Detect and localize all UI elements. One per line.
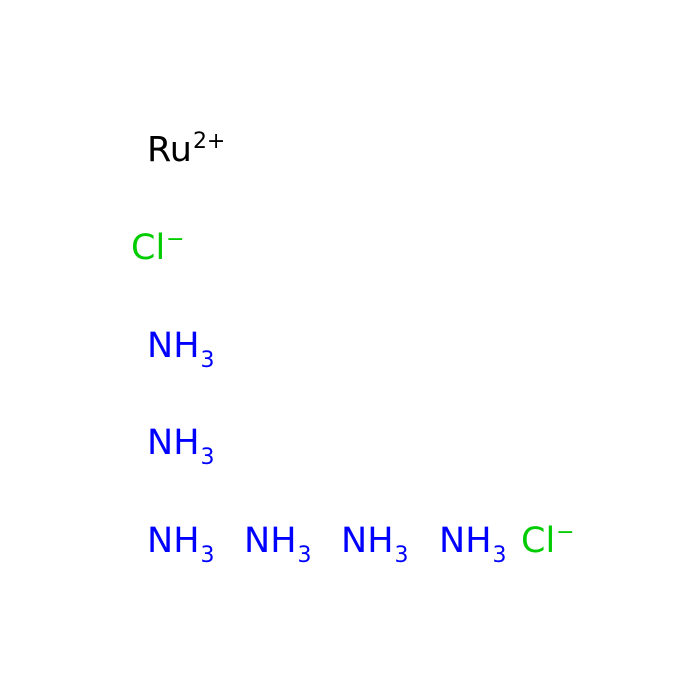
ammonia-3-hydrogen-count: 3	[201, 543, 215, 568]
ammonia-2-label: NH3	[147, 423, 215, 470]
ammonia-4-hydrogen: H	[270, 521, 296, 561]
ammonia-3-hydrogen: H	[173, 521, 199, 561]
ammonia-4-symbol: N	[244, 521, 270, 561]
ammonia-2-hydrogen: H	[173, 423, 199, 463]
ammonia-5-hydrogen: H	[367, 521, 393, 561]
ammonia-6-hydrogen-count: 3	[493, 543, 507, 568]
chloride-1-symbol: Cl	[131, 228, 165, 268]
ammonia-5-label: NH3	[341, 521, 409, 568]
chloride-2-symbol: Cl	[521, 521, 555, 561]
ammonia-4-label: NH3	[244, 521, 312, 568]
ammonia-1-hydrogen: H	[173, 326, 199, 366]
ammonia-4-hydrogen-count: 3	[298, 543, 312, 568]
chloride-2-label: Cl−	[521, 520, 575, 561]
ruthenium-charge: 2+	[193, 129, 225, 154]
chloride-2-charge: −	[556, 520, 574, 545]
chloride-1-charge: −	[166, 227, 184, 252]
ammonia-1-symbol: N	[147, 326, 173, 366]
ammonia-2-symbol: N	[147, 423, 173, 463]
ruthenium-label: Ru2+	[147, 129, 225, 170]
ammonia-5-hydrogen-count: 3	[395, 543, 409, 568]
ammonia-5-symbol: N	[341, 521, 367, 561]
ammonia-6-label: NH3	[439, 521, 507, 568]
ammonia-1-hydrogen-count: 3	[201, 348, 215, 373]
ammonia-1-label: NH3	[147, 326, 215, 373]
ammonia-3-label: NH3	[147, 521, 215, 568]
ammonia-3-symbol: N	[147, 521, 173, 561]
ruthenium-symbol: Ru	[147, 130, 192, 170]
ammonia-6-hydrogen: H	[465, 521, 491, 561]
ammonia-6-symbol: N	[439, 521, 465, 561]
chloride-1-label: Cl−	[131, 227, 185, 268]
ammonia-2-hydrogen-count: 3	[201, 445, 215, 470]
